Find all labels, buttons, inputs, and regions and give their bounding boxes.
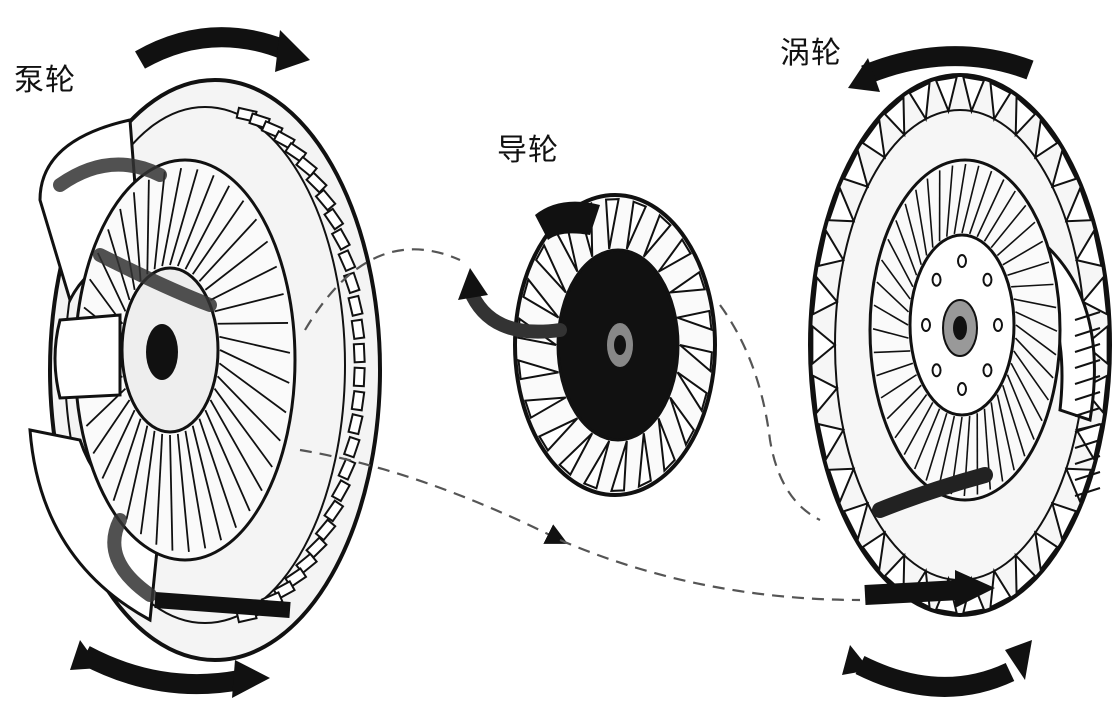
turbine-wheel [810,75,1110,615]
pump-label: 泵轮 [14,55,76,99]
turbine-label: 涡轮 [780,28,842,72]
pump-wheel [30,80,380,660]
stator-label: 导轮 [497,125,559,169]
stator-wheel [458,195,715,495]
